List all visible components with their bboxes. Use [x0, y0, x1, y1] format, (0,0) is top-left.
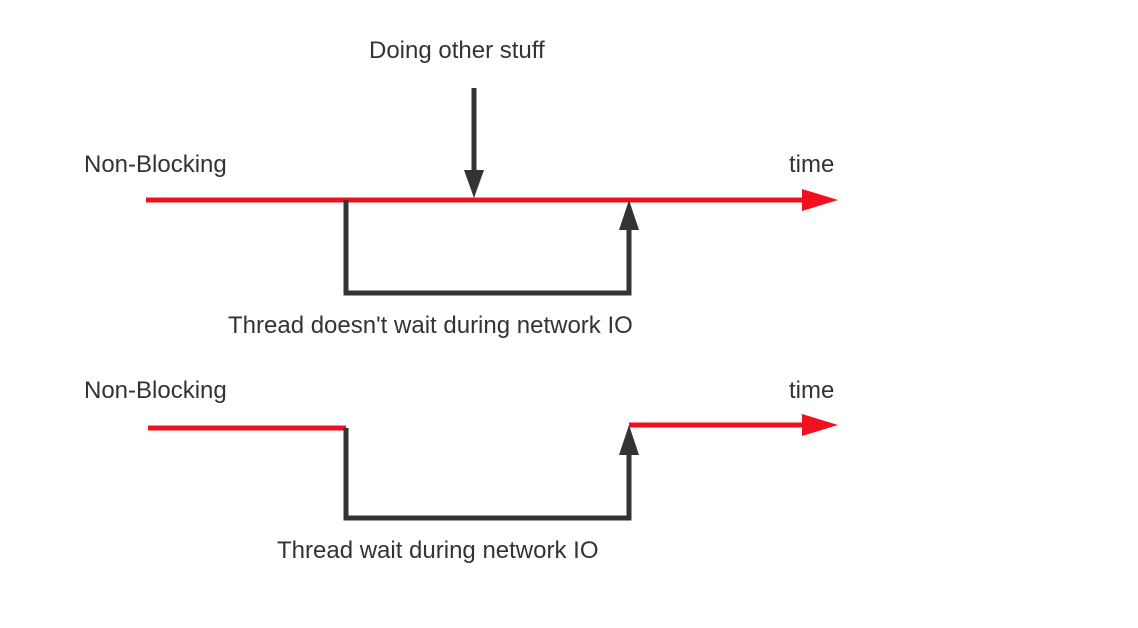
top-time-label: time [789, 151, 835, 178]
bottom-caption: Thread wait during network IO [277, 537, 599, 564]
bottom-thread-wait-path [343, 428, 632, 521]
doing-other-stuff-arrowhead [464, 170, 484, 198]
bottom-time-label: time [789, 377, 835, 404]
top-caption: Thread doesn't wait during network IO [228, 312, 633, 339]
top-timeline-arrowhead [802, 189, 838, 211]
top-title-label: Non-Blocking [84, 151, 227, 178]
doing-other-stuff-label: Doing other stuff [369, 37, 545, 64]
bottom-diagram [148, 414, 838, 521]
top-thread-return-arrowhead [619, 200, 639, 230]
top-thread-detour-path [343, 200, 632, 296]
top-diagram [146, 88, 838, 296]
bottom-timeline-arrowhead [802, 414, 838, 436]
bottom-thread-return-arrowhead [619, 425, 639, 455]
bottom-title-label: Non-Blocking [84, 377, 227, 404]
